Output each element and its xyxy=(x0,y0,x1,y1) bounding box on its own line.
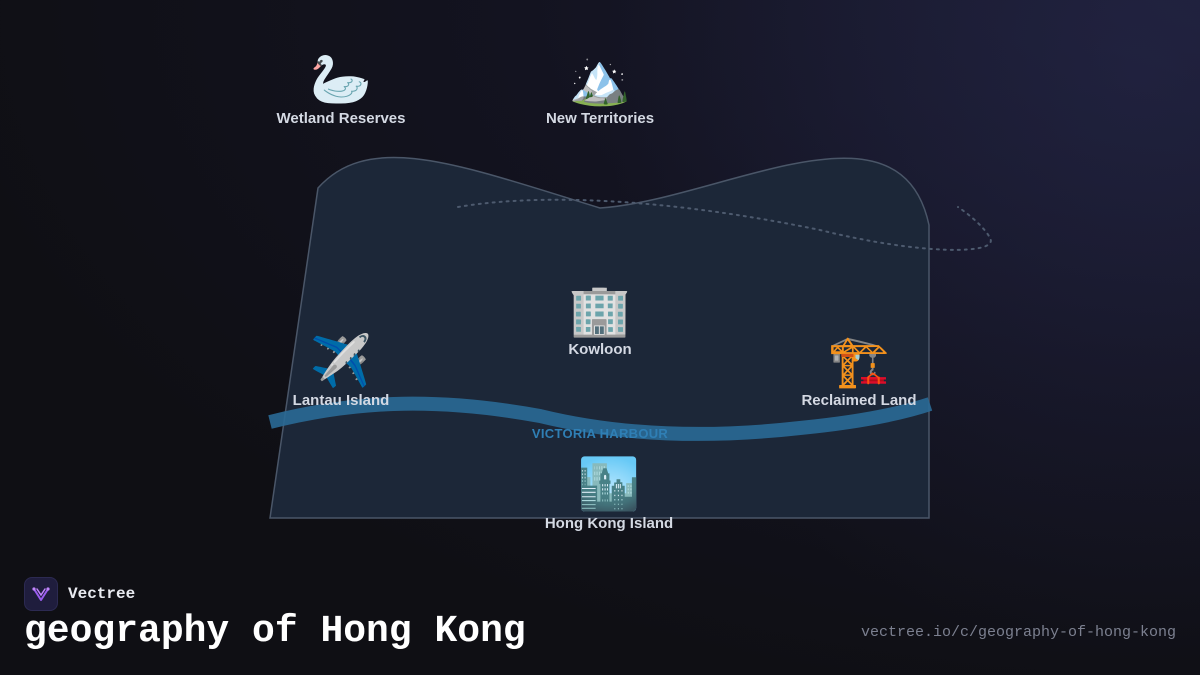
region-label: Reclaimed Land xyxy=(801,392,917,409)
region-label: Hong Kong Island xyxy=(544,515,674,532)
region-new-territories: 🏔️ New Territories xyxy=(546,50,654,127)
brand[interactable]: Vectree xyxy=(24,577,135,611)
airplane-icon: ✈️ xyxy=(309,332,373,390)
snow-capped-mountain-icon: 🏔️ xyxy=(568,50,632,108)
region-lantau-island: ✈️ Lantau Island xyxy=(293,332,390,409)
region-label: Kowloon xyxy=(568,341,632,358)
boundary-dotted-line xyxy=(457,198,992,251)
construction-crane-icon: 🏗️ xyxy=(827,332,891,390)
region-kowloon: 🏢 Kowloon xyxy=(568,281,631,358)
cityscape-icon: 🏙️ xyxy=(577,455,641,513)
region-wetland-reserves: 🦢 Wetland Reserves xyxy=(277,50,406,127)
region-label: Lantau Island xyxy=(292,392,390,409)
victoria-harbour-label: VICTORIA HARBOUR xyxy=(531,426,669,441)
office-building-icon: 🏢 xyxy=(568,281,632,339)
page-url-link[interactable]: vectree.io/c/geography-of-hong-kong xyxy=(860,624,1176,641)
page-title: geography of Hong Kong xyxy=(24,610,526,653)
victoria-harbour-water xyxy=(268,396,933,442)
region-label: Wetland Reserves xyxy=(276,110,406,127)
region-reclaimed-land: 🏗️ Reclaimed Land xyxy=(801,332,916,409)
swan-icon: 🦢 xyxy=(309,50,373,108)
vectree-logo-icon xyxy=(24,577,58,611)
region-hong-kong-island: 🏙️ Hong Kong Island xyxy=(545,455,673,532)
brand-name: Vectree xyxy=(68,585,136,603)
region-label: New Territories xyxy=(545,110,655,127)
